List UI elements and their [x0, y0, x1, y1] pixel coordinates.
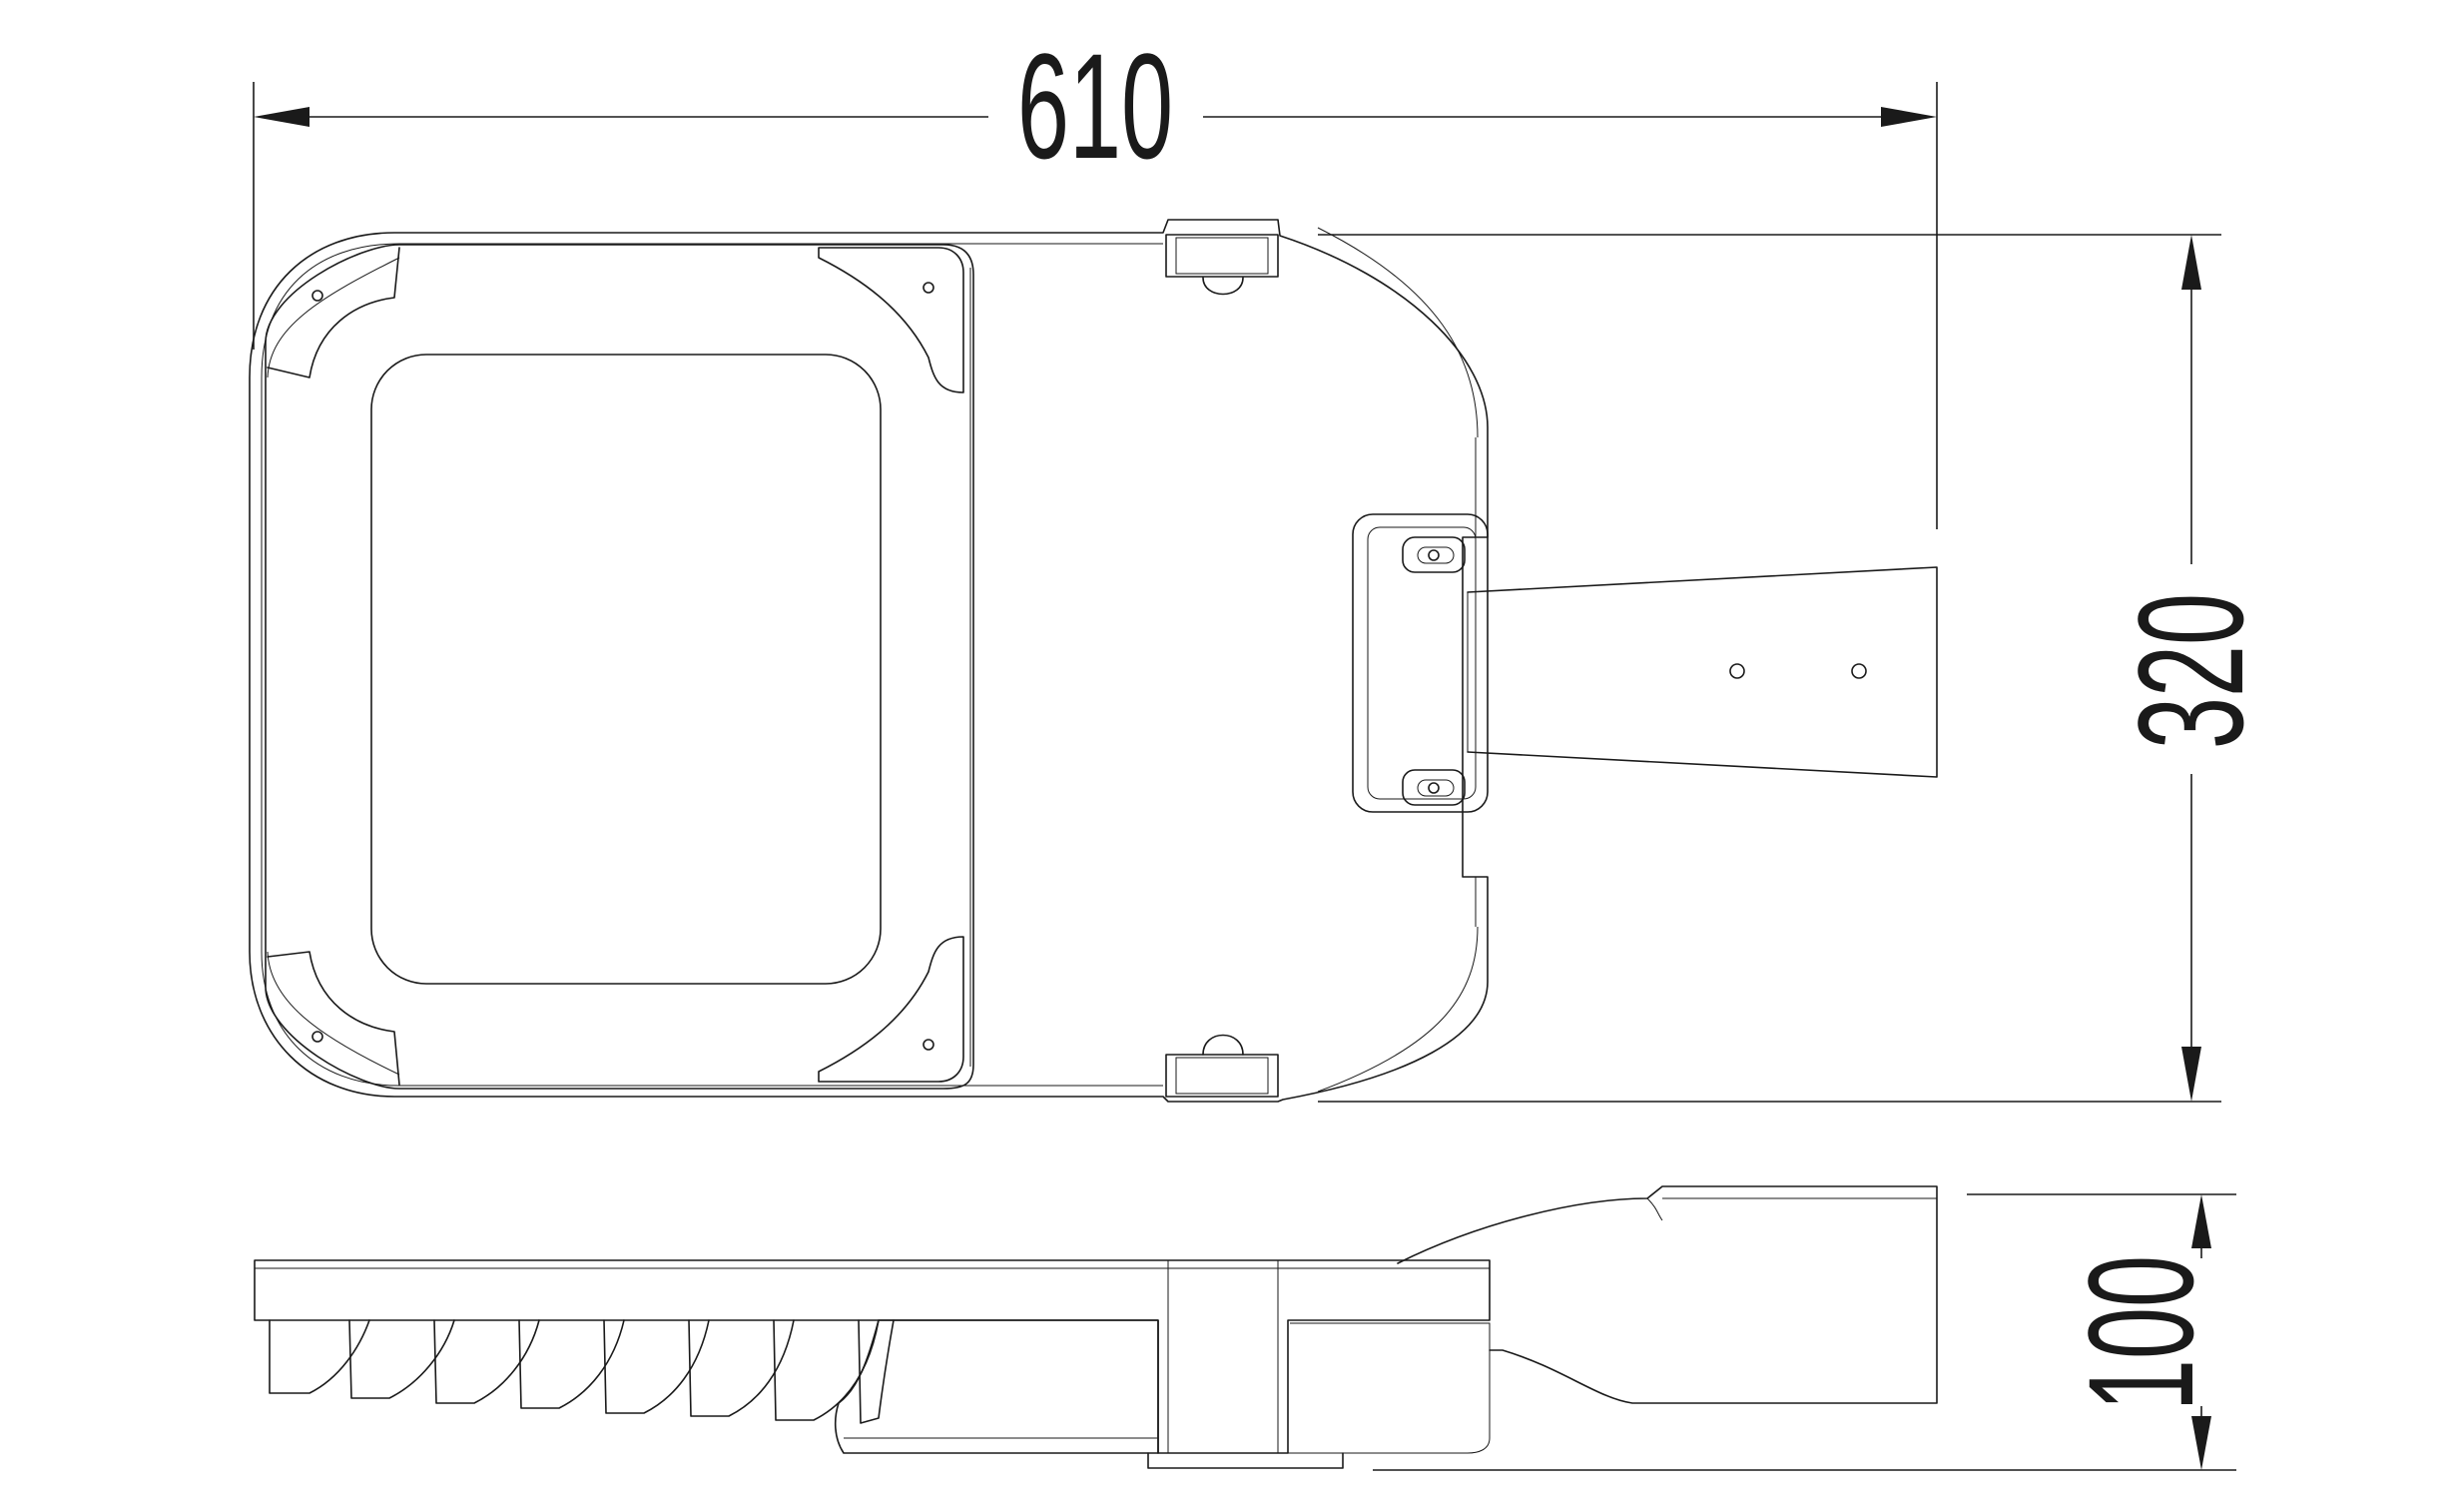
heat-sink-fins	[269, 1319, 895, 1424]
top-hinge-clip	[1165, 234, 1279, 296]
dimension-arrow	[2181, 1047, 2201, 1102]
screw-hole	[923, 282, 934, 294]
screw-hole	[923, 1039, 934, 1051]
dimension-arrow	[254, 107, 309, 127]
mounting-arm	[1467, 566, 1938, 778]
corner-bracket-bottom-right	[818, 936, 964, 1083]
top-view	[249, 219, 1938, 1103]
dimension-arrow	[1881, 107, 1937, 127]
arm-hole	[1729, 663, 1745, 679]
pole-clamp-block	[1352, 513, 1489, 813]
dimension-arrow	[2181, 235, 2201, 290]
optic-lens-panel	[370, 354, 882, 985]
inner-frame	[265, 244, 974, 1090]
side-housing	[254, 1259, 1491, 1454]
bottom-hinge-clip	[1165, 1034, 1279, 1098]
side-view	[254, 1185, 1938, 1469]
dimension-arrow	[2191, 1416, 2211, 1470]
width-dimension: 610	[253, 24, 1938, 529]
side-mounting-arm	[1397, 1185, 1938, 1404]
depth-label: 100	[2059, 1255, 2225, 1411]
corner-bracket-top-right	[818, 247, 964, 393]
corner-bracket-top-left	[267, 247, 400, 378]
arm-hole	[1851, 663, 1867, 679]
height-label: 320	[2109, 593, 2275, 749]
width-label: 610	[1017, 24, 1173, 191]
screw-hole	[311, 1031, 323, 1043]
housing-outline	[249, 219, 1489, 1103]
corner-bracket-bottom-left	[267, 951, 400, 1086]
height-dimension: 320	[1318, 234, 2275, 1103]
screw-hole	[311, 290, 323, 302]
depth-dimension: 100	[1373, 1193, 2236, 1471]
dimension-arrow	[2191, 1194, 2211, 1248]
side-lower-body	[834, 1319, 1159, 1454]
